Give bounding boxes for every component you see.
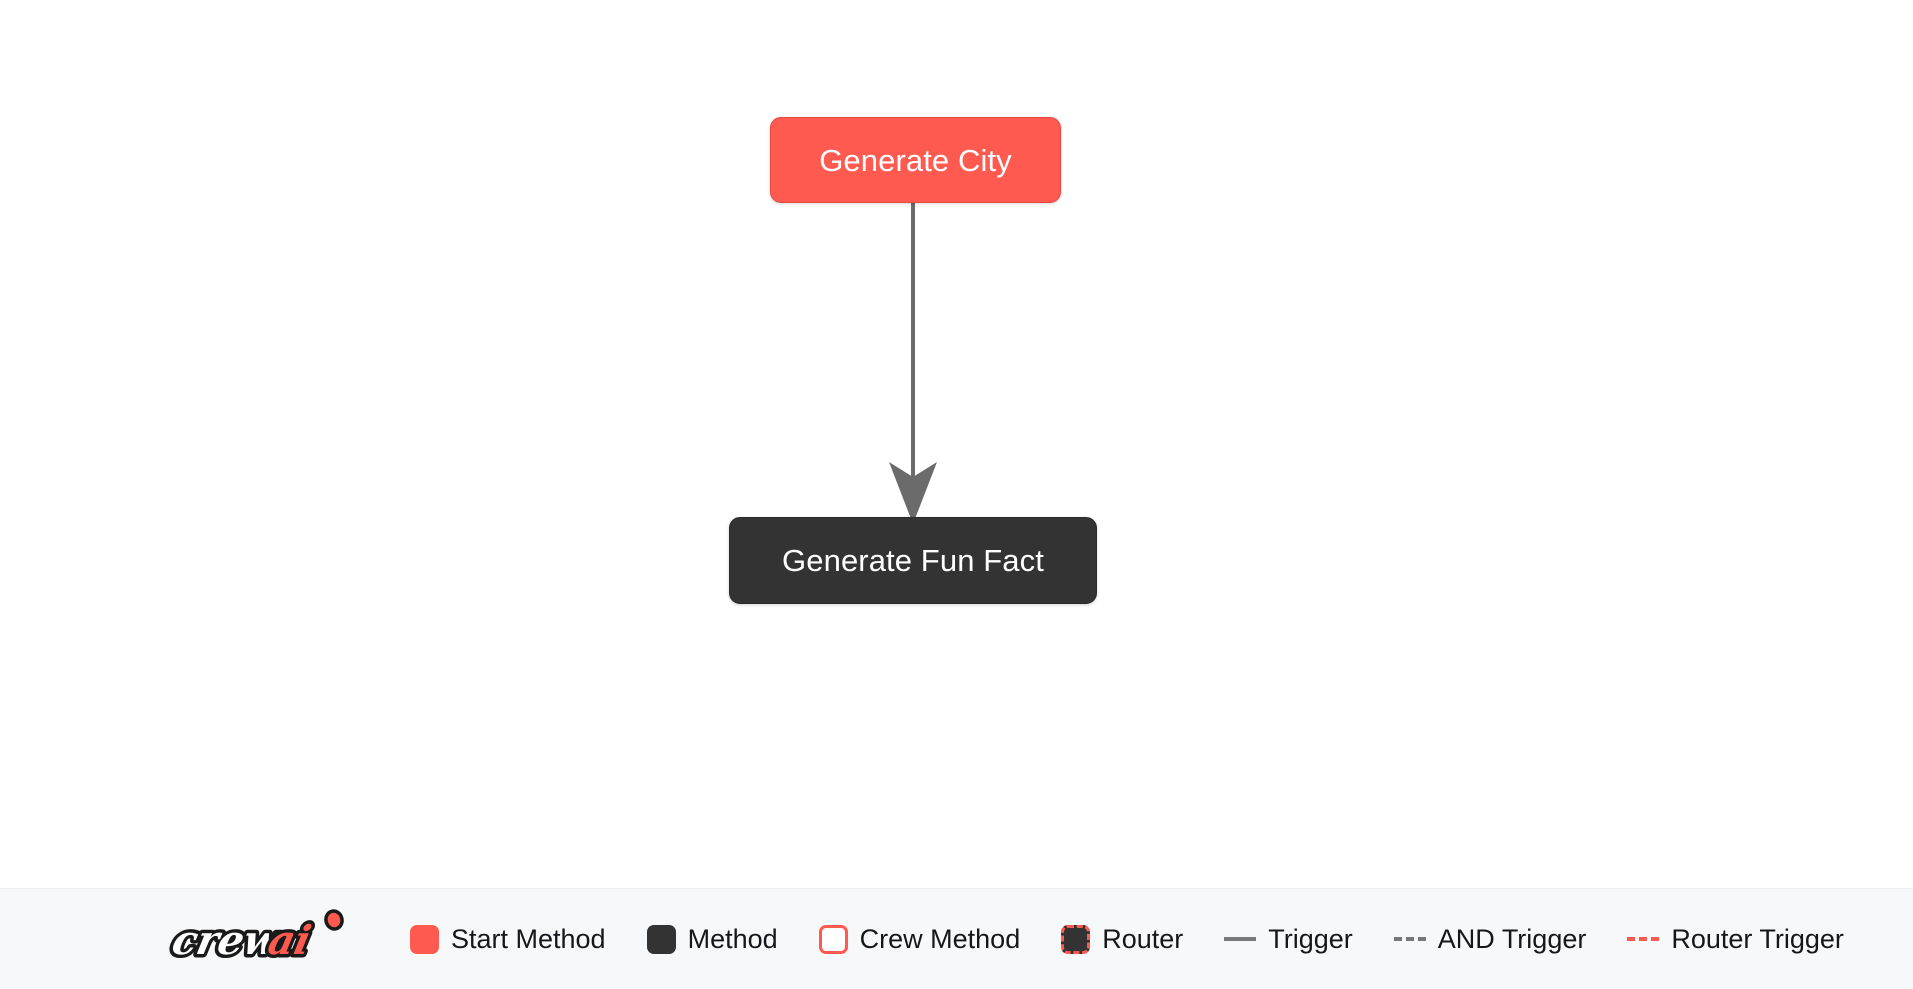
- method-swatch-icon: [646, 924, 676, 954]
- legend-item-router-trigger[interactable]: Router Trigger: [1627, 923, 1844, 954]
- and-trigger-line-icon: [1393, 937, 1426, 941]
- legend-item-method[interactable]: Method: [646, 923, 778, 954]
- start-method-swatch-icon: [410, 924, 439, 954]
- legend-bar: crew ai Start Method Method Crew Method …: [0, 888, 1913, 989]
- logo-text-ai: ai: [264, 916, 315, 963]
- legend-item-start-method[interactable]: Start Method: [410, 923, 606, 954]
- flow-canvas[interactable]: Generate City Generate Fun Fact: [0, 0, 1913, 888]
- legend-label: Method: [687, 923, 778, 954]
- flow-edges-layer: [889, 203, 937, 524]
- legend-label: AND Trigger: [1437, 923, 1587, 954]
- legend-label: Router: [1102, 923, 1184, 954]
- edge-arrowhead-icon: [889, 462, 937, 524]
- legend-label: Router Trigger: [1671, 923, 1844, 954]
- flow-node-label: Generate City: [819, 142, 1012, 178]
- edge-generate-city-to-generate-fun-fact[interactable]: [889, 203, 937, 524]
- logo-dot-icon: [324, 909, 344, 931]
- flow-node-label: Generate Fun Fact: [782, 543, 1044, 578]
- crew-method-swatch-icon: [818, 924, 848, 954]
- trigger-line-icon: [1224, 937, 1257, 941]
- legend-item-router[interactable]: Router: [1061, 923, 1184, 954]
- legend-item-crew-method[interactable]: Crew Method: [818, 923, 1021, 954]
- router-swatch-icon: [1061, 924, 1091, 954]
- crewai-logo: crew ai: [165, 909, 344, 967]
- legend-item-and-trigger[interactable]: AND Trigger: [1393, 923, 1587, 954]
- legend-items: Start Method Method Crew Method Router T…: [410, 923, 1844, 954]
- flow-node-generate-city[interactable]: Generate City: [770, 117, 1061, 203]
- legend-label: Trigger: [1268, 923, 1353, 954]
- logo-text-crew: crew: [168, 916, 285, 963]
- legend-label: Start Method: [451, 923, 606, 954]
- flow-node-generate-fun-fact[interactable]: Generate Fun Fact: [729, 517, 1097, 604]
- legend-label: Crew Method: [859, 923, 1021, 954]
- legend-item-trigger[interactable]: Trigger: [1224, 923, 1353, 954]
- router-trigger-line-icon: [1627, 937, 1660, 941]
